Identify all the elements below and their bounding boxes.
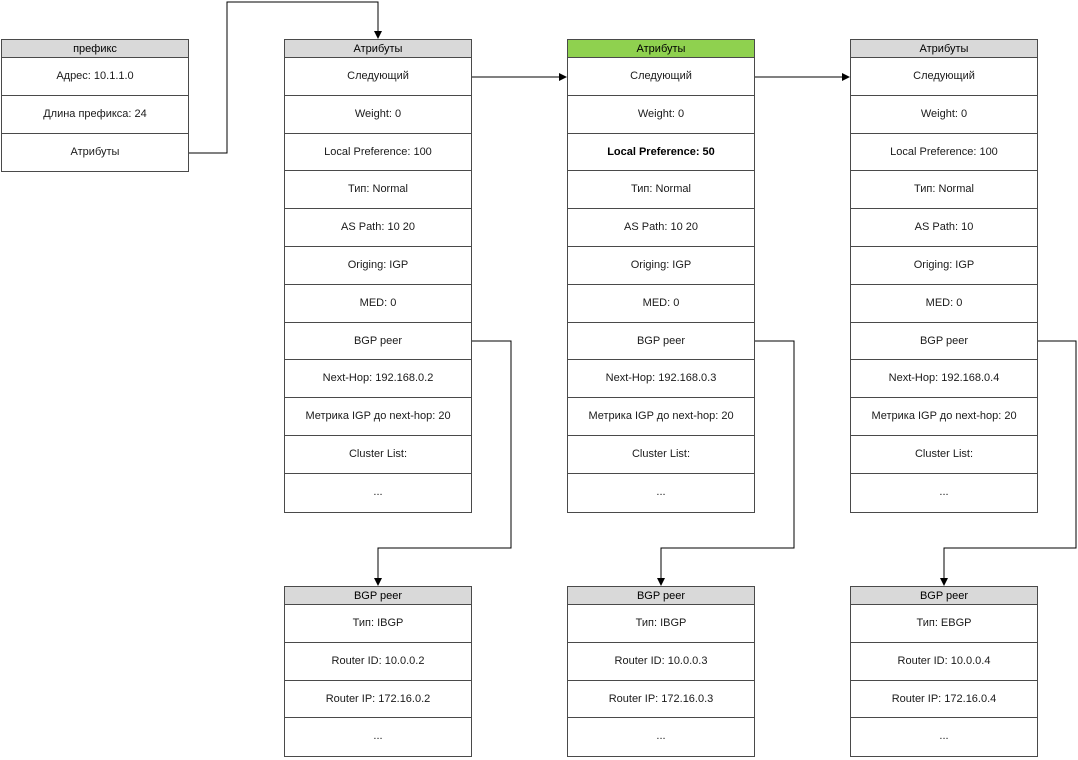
attribute-row: MED: 0 xyxy=(568,285,754,323)
attribute-row: ... xyxy=(939,485,949,498)
bgp-peer-row: Router IP: 172.16.0.4 xyxy=(851,681,1037,719)
attribute-row: MED: 0 xyxy=(285,285,471,323)
attribute-row: Next-Hop: 192.168.0.3 xyxy=(568,360,754,399)
attribute-row: Следующий xyxy=(285,58,471,96)
bgp-peer-row: Router ID: 10.0.0.4 xyxy=(851,643,1037,681)
attribute-row: Weight: 0 xyxy=(851,96,1037,134)
peer-arrow-2 xyxy=(657,340,795,586)
peer-arrow-3 xyxy=(940,340,1077,586)
prefix-table: префикс Адрес: 10.1.1.0 Длина префикса: … xyxy=(1,39,189,173)
attribute-row: Origing: IGP xyxy=(568,247,754,285)
attributes-table-title: Атрибуты xyxy=(285,40,471,58)
attribute-row: Next-Hop: 192.168.0.4 xyxy=(851,360,1037,399)
prefix-attributes-link: Атрибуты xyxy=(70,145,120,158)
bgp-peer-row: Router IP: 172.16.0.3 xyxy=(568,681,754,719)
attribute-row: Cluster List: xyxy=(568,436,754,474)
prefix-length: Длина префикса: 24 xyxy=(2,96,188,134)
bgp-peer-table-title: BGP peer xyxy=(285,587,471,605)
attribute-row: Local Preference: 100 xyxy=(851,134,1037,172)
attribute-row: Origing: IGP xyxy=(285,247,471,285)
bgp-peer-row: ... xyxy=(939,730,949,743)
prefix-address: Адрес: 10.1.1.0 xyxy=(2,58,188,96)
attribute-row: Следующий xyxy=(851,58,1037,96)
bgp-peer-row: Router ID: 10.0.0.2 xyxy=(285,643,471,681)
bgp-peer-row: Router IP: 172.16.0.2 xyxy=(285,681,471,719)
attribute-row: BGP peer xyxy=(285,323,471,361)
attribute-row: Weight: 0 xyxy=(285,96,471,134)
peer-arrow-1 xyxy=(374,340,512,586)
attribute-row: ... xyxy=(656,485,666,498)
attribute-row: MED: 0 xyxy=(851,285,1037,323)
attributes-table-title: Атрибуты xyxy=(851,40,1037,58)
prefix-table-title: префикс xyxy=(2,40,188,58)
bgp-peer-row: Тип: IBGP xyxy=(285,605,471,643)
attribute-row: AS Path: 10 20 xyxy=(568,209,754,247)
prefix-to-attributes-arrow xyxy=(189,1,382,154)
attribute-row: Origing: IGP xyxy=(851,247,1037,285)
attribute-row: Next-Hop: 192.168.0.2 xyxy=(285,360,471,399)
attributes-table-title: Атрибуты xyxy=(568,40,754,58)
bgp-peer-row: Тип: IBGP xyxy=(568,605,754,643)
attribute-row: AS Path: 10 20 xyxy=(285,209,471,247)
bgp-peer-row: Router ID: 10.0.0.3 xyxy=(568,643,754,681)
attribute-row: Тип: Normal xyxy=(285,171,471,210)
attribute-row: ... xyxy=(373,485,383,498)
attribute-row: Local Preference: 100 xyxy=(285,134,471,172)
attribute-row: Тип: Normal xyxy=(851,171,1037,210)
attribute-row: Weight: 0 xyxy=(568,96,754,134)
bgp-peer-table-title: BGP peer xyxy=(568,587,754,605)
bgp-peer-row: ... xyxy=(656,730,666,743)
attribute-row: Метрика IGP до next-hop: 20 xyxy=(568,398,754,436)
attribute-row: AS Path: 10 xyxy=(851,209,1037,247)
bgp-peer-table-title: BGP peer xyxy=(851,587,1037,605)
attribute-row: BGP peer xyxy=(568,323,754,361)
attribute-row: Следующий xyxy=(568,58,754,96)
attribute-row: BGP peer xyxy=(851,323,1037,361)
attribute-row: Local Preference: 50 xyxy=(568,134,754,172)
bgp-peer-row: ... xyxy=(373,730,383,743)
attribute-row: Cluster List: xyxy=(285,436,471,474)
bgp-peer-row: Тип: EBGP xyxy=(851,605,1037,643)
attribute-row: Тип: Normal xyxy=(568,171,754,210)
attribute-row: Метрика IGP до next-hop: 20 xyxy=(851,398,1037,436)
attribute-row: Метрика IGP до next-hop: 20 xyxy=(285,398,471,436)
attribute-row: Cluster List: xyxy=(851,436,1037,474)
